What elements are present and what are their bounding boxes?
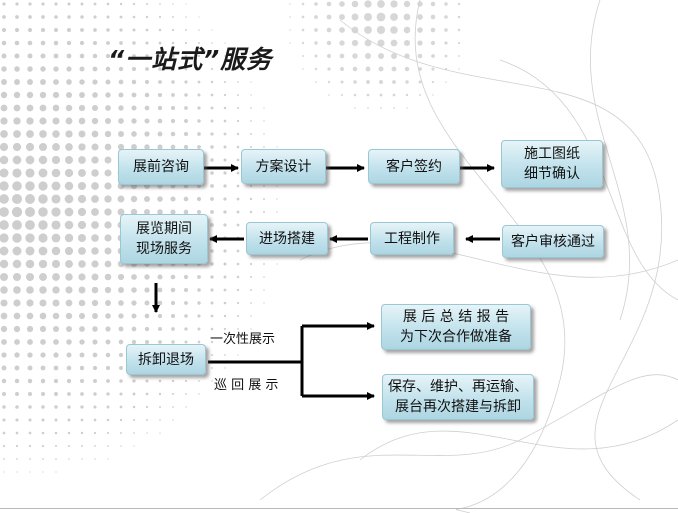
step-onsite-line-1: 展览期间 xyxy=(136,221,192,237)
branch-label-touring: 巡 回 展 示 xyxy=(214,378,279,393)
step-build-label: 进场搭建 xyxy=(259,230,315,247)
step-sign: 客户签约 xyxy=(368,149,460,184)
outcome-storage-line-1: 保存、维护、再运输、 xyxy=(388,379,528,395)
step-build: 进场搭建 xyxy=(246,222,328,255)
step-design-label: 方案设计 xyxy=(255,158,312,175)
outcome-storage: 保存、维护、再运输、 展台再次搭建与拆卸 xyxy=(382,374,534,420)
step-drawing-line-2: 细节确认 xyxy=(524,166,580,182)
step-drawing-line-1: 施工图纸 xyxy=(524,146,580,162)
outcome-summary-line-1: 展 后 总 结 报 告 xyxy=(402,309,510,325)
outcome-summary: 展 后 总 结 报 告 为下次合作做准备 xyxy=(381,304,531,350)
step-onsite-line-2: 现场服务 xyxy=(136,241,192,257)
step-consult: 展前咨询 xyxy=(118,149,204,185)
step-sign-label: 客户签约 xyxy=(386,158,442,175)
step-design: 方案设计 xyxy=(241,149,326,184)
step-onsite-service: 展览期间 现场服务 xyxy=(120,214,208,264)
step-dismantle: 拆卸退场 xyxy=(126,344,206,375)
step-consult-label: 展前咨询 xyxy=(133,159,189,175)
branch-label-one-time: 一次性展示 xyxy=(210,332,276,347)
step-drawing: 施工图纸 细节确认 xyxy=(501,140,603,188)
bottom-divider xyxy=(0,508,678,509)
step-dismantle-label: 拆卸退场 xyxy=(138,351,194,368)
step-approve-label: 客户审核通过 xyxy=(511,233,595,250)
page-title: “一站式”服务 xyxy=(108,45,273,74)
outcome-summary-line-2: 为下次合作做准备 xyxy=(400,329,512,345)
step-approve: 客户审核通过 xyxy=(502,225,604,258)
outcome-storage-line-2: 展台再次搭建与拆卸 xyxy=(395,399,521,415)
step-produce: 工程制作 xyxy=(370,222,454,255)
step-produce-label: 工程制作 xyxy=(384,230,440,247)
